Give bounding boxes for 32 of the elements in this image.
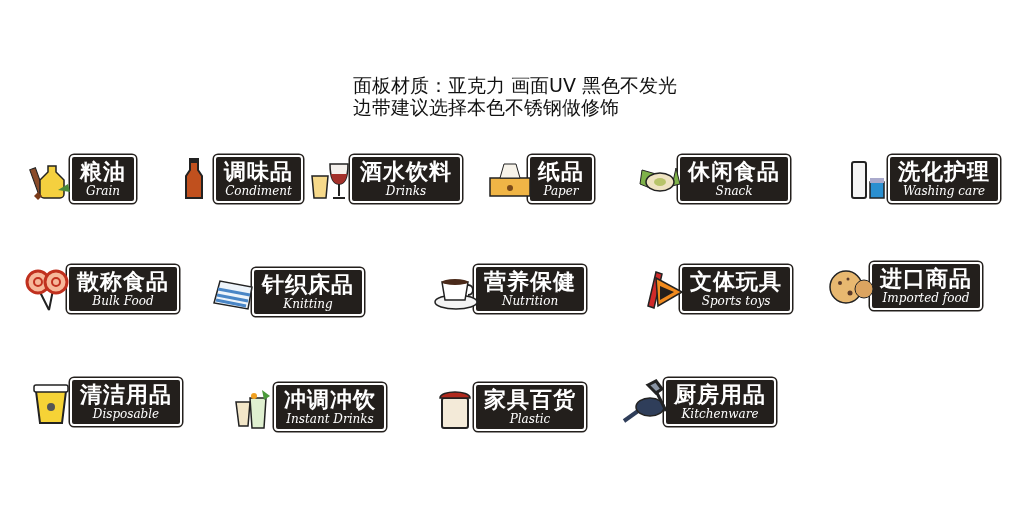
sign-subtitle: Nutrition (501, 294, 559, 308)
sign-title: 进口商品 (880, 266, 972, 291)
sign-subtitle: Imported food (882, 291, 970, 305)
sign-subtitle: Kitchenware (681, 407, 759, 421)
sign-title: 清洁用品 (80, 382, 172, 407)
sign-title: 洗化护理 (898, 159, 990, 184)
sign-title: 纸品 (538, 159, 584, 184)
sign-title: 针织床品 (262, 272, 354, 297)
sign-subtitle: Plastic (509, 412, 551, 426)
sign-subtitle: Instant Drinks (286, 412, 374, 426)
sign-subtitle: Knitting (283, 297, 333, 311)
sign-title: 酒水饮料 (360, 159, 452, 184)
sign-title: 营养保健 (484, 269, 576, 294)
note-text: 边带建议选择本色不锈钢做修饰 (353, 96, 619, 118)
sign-title: 休闲食品 (688, 159, 780, 184)
sign-title: 家具百货 (484, 387, 576, 412)
sign-subtitle: Condiment (225, 184, 292, 198)
sign-subtitle: Grain (85, 184, 120, 198)
sign-subtitle: Sports toys (701, 294, 771, 308)
sign-title: 冲调冲饮 (284, 387, 376, 412)
sign-subtitle: Paper (543, 184, 579, 198)
sign-subtitle: Washing care (902, 184, 986, 198)
sign-subtitle: Drinks (385, 184, 427, 198)
sign-title: 调味品 (224, 159, 293, 184)
sign-title: 粮油 (80, 159, 126, 184)
sign-title: 厨房用品 (674, 382, 766, 407)
sign-subtitle: Snack (715, 184, 753, 198)
note-text: 面板材质：亚克力 画面UV 黑色不发光 (353, 74, 677, 96)
sign-subtitle: Bulk Food (92, 294, 154, 308)
sign-title: 散称食品 (77, 269, 169, 294)
sign-subtitle: Disposable (92, 407, 160, 421)
sign-title: 文体玩具 (690, 269, 782, 294)
